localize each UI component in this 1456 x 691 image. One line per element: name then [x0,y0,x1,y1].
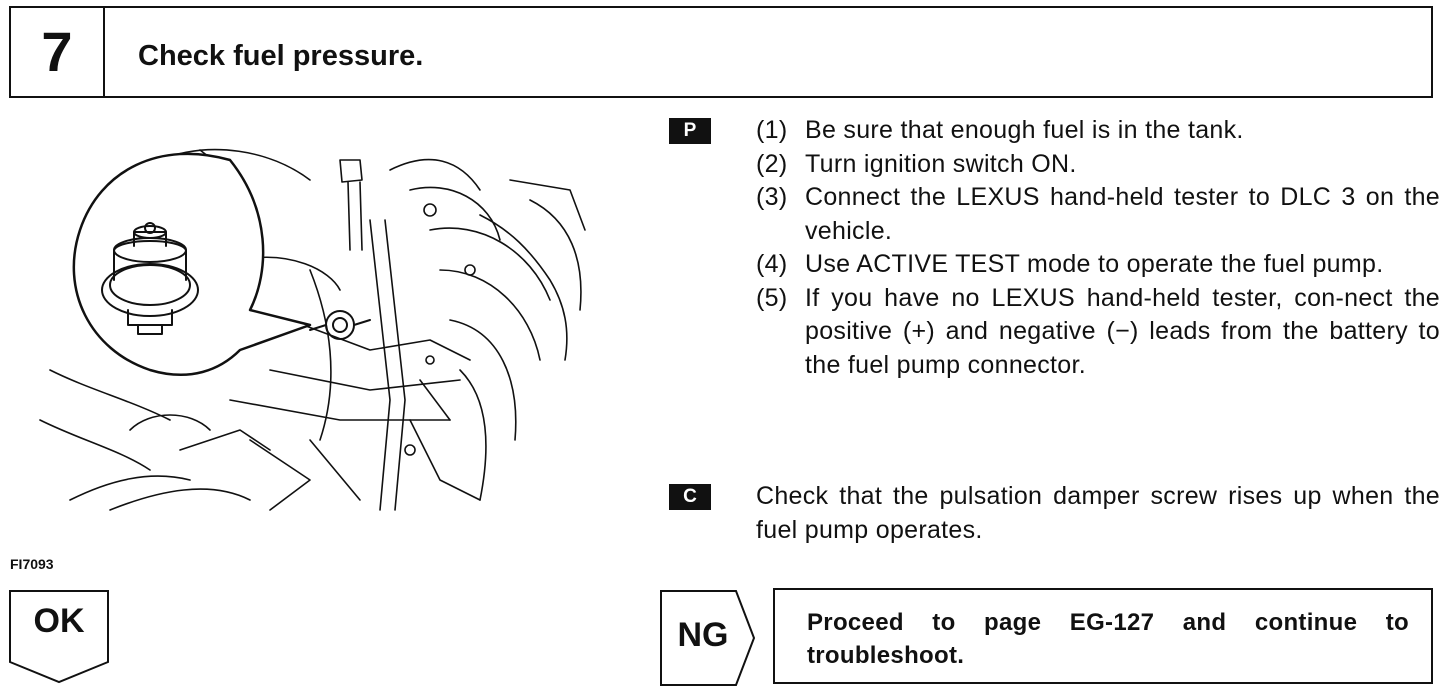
prep-step: (3) Connect the LEXUS hand-held tester to… [756,181,1440,248]
engine-outline [39,148,586,511]
step-num: (5) [756,283,788,312]
step-header: 7 Check fuel pressure. [9,6,1433,98]
ok-result: OK [9,590,109,684]
step-text: If you have no LEXUS hand-held tester, c… [805,283,1440,379]
step-title: Check fuel pressure. [138,40,424,72]
prep-steps: (1) Be sure that enough fuel is in the ta… [756,114,1440,382]
prep-step: (2) Turn ignition switch ON. [756,148,1440,182]
ng-label: NG [677,616,729,654]
ng-action-text: Proceed to page EG-127 and continue to t… [807,609,1409,669]
step-text: Be sure that enough fuel is in the tank. [805,116,1244,144]
prep-step: (5) If you have no LEXUS hand-held tester… [756,282,1440,383]
ng-action-box: Proceed to page EG-127 and continue to t… [773,588,1433,684]
prep-step: (4) Use ACTIVE TEST mode to operate the f… [756,248,1440,282]
ok-label: OK [33,602,85,640]
step-number: 7 [11,8,105,96]
step-num: (3) [756,183,788,211]
step-num: (1) [756,116,788,144]
engine-illustration [39,148,586,511]
figure-label: FI7093 [10,556,54,572]
prep-badge: P [669,118,711,144]
check-badge: C [669,484,711,510]
pulsation-damper-small [309,310,371,340]
ng-result: NG [660,590,756,686]
step-text: Turn ignition switch ON. [805,149,1077,178]
step-num: (4) [756,250,788,278]
check-text: Check that the pulsation damper screw ri… [756,482,1440,544]
step-num: (2) [756,149,788,178]
step-text: Use ACTIVE TEST mode to operate the fuel… [805,250,1384,278]
ok-arrow-shape [9,590,109,684]
prep-step: (1) Be sure that enough fuel is in the ta… [756,114,1440,148]
detail-callout [72,152,312,377]
ng-arrow-shape [660,590,756,686]
step-text: Connect the LEXUS hand-held tester to DL… [805,183,1440,245]
